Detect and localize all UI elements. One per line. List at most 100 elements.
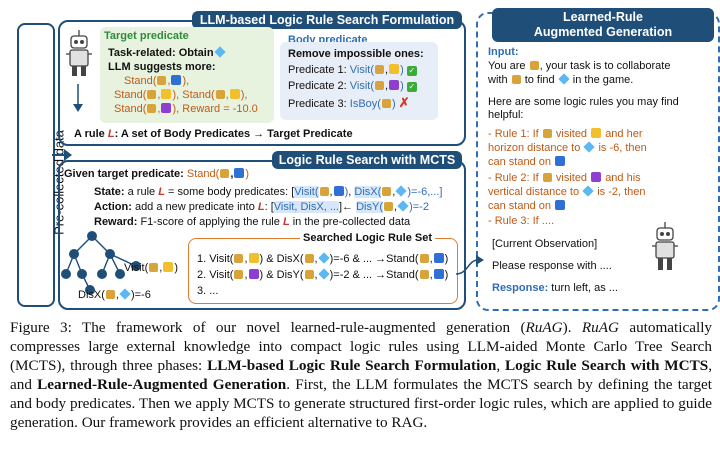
robot-icon [66,30,92,76]
down-arrow-icon [73,84,83,112]
predicate-3-line: Predicate 3: IsBoy() ✗ [288,95,410,110]
diamond-icon [317,252,330,264]
yellow-square-icon [229,89,240,99]
pre-collected-data-frame: Pre-collected data [17,23,67,307]
character-icon [384,202,393,211]
llm-suggests-line: LLM suggests more: [108,61,216,73]
mcts-tree-diagram [61,231,141,295]
robot-icon [652,222,678,270]
rule-set-item-2: 2. Visit(,) & DisY(,)=-2 & ... →Stand(,) [197,268,449,281]
rule-2-line-c: can stand on [488,200,566,213]
given-target-line: Given target predicate: Stand(,) [64,168,250,180]
diamond-icon [119,288,131,300]
yellow-square-icon [389,64,400,74]
remove-impossible-line: Remove impossible ones: [288,48,424,60]
character-icon [215,90,225,99]
yellow-square-icon [161,89,172,99]
character-icon [149,263,159,272]
diamond-icon [558,73,570,85]
character-icon [304,270,314,279]
character-icon [319,187,329,196]
rule-set-item-1: 1. Visit(,) & DisX(,)=-6 & ... →Stand(,) [197,252,449,265]
panel-mcts-search-title: Logic Rule Search with MCTS [272,151,462,169]
blue-square-icon [171,75,182,85]
stand-line-1: Stand(,), [124,75,190,87]
input-intro-line-1: You are , your task is to collaborate [488,60,671,72]
diamond-icon [583,141,596,153]
please-respond-line: Please response with .... [492,260,612,272]
reward-line: Reward: F1-score of applying the rule L … [94,216,411,228]
stand-line-2: Stand(,), Stand(,), [114,89,248,101]
blue-square-icon [234,168,245,178]
character-icon [511,75,521,84]
stand-line-3: Stand(,), Reward = -10.0 [114,103,258,115]
action-line: Action: add a new predicate into L: [Vis… [94,200,429,213]
rule-1-line-c: can stand on [488,156,566,169]
body-predicate-box: Remove impossible ones: Predicate 1: Vis… [280,42,438,120]
character-icon [157,76,167,85]
blue-square-icon [555,156,566,166]
searched-rule-set-title: Searched Logic Rule Set [300,232,435,244]
rule-2-line-b: vertical distance to is -2, then [488,185,646,198]
predicate-1-line: Predicate 1: Visit(,) ✓ [288,64,417,76]
searched-rule-set-box: 1. Visit(,) & DisX(,)=-6 & ... →Stand(,)… [188,238,458,304]
rule-3-line: - Rule 3: If .... [488,215,555,227]
diamond-icon [213,46,226,58]
logic-rules-intro: Here are some logic rules you may find h… [488,96,679,121]
character-icon [381,99,391,108]
checkmark-icon: ✓ [406,82,417,92]
blue-square-icon [433,269,444,279]
yellow-square-icon [591,128,602,138]
character-icon [419,254,429,263]
purple-square-icon [161,103,172,113]
diamond-icon [397,200,409,212]
yellow-square-icon [163,262,174,272]
input-label: Input: [488,46,519,58]
task-related-line: Task-related: Obtain [108,46,226,60]
character-icon [234,270,244,279]
character-icon [375,65,385,74]
predicate-2-line: Predicate 2: Visit(,) ✓ [288,80,417,92]
character-icon [529,61,539,70]
diamond-icon [317,268,330,280]
purple-square-icon [248,269,259,279]
character-icon [234,254,244,263]
blue-square-icon [433,253,444,263]
diamond-icon [395,185,407,197]
purple-square-icon [389,80,400,90]
character-icon [375,81,385,90]
rule-1-line-a: - Rule 1: If visited and her [488,128,643,140]
blue-square-icon [555,200,566,210]
rule-2-line-a: - Rule 2: If visited and his [488,172,641,184]
target-predicate-heading: Target predicate [104,30,189,42]
purple-square-icon [591,172,602,182]
rule-set-item-3: 3. ... [197,285,219,297]
character-icon [220,169,230,178]
character-icon [382,187,392,196]
diamond-icon [582,185,594,197]
panel-mcts-search [58,160,466,310]
state-line: State: a rule L = some body predicates: … [94,185,443,198]
character-icon [105,290,115,299]
character-icon [542,173,552,182]
character-icon [147,90,157,99]
character-icon [304,254,314,263]
current-observation-line: [Current Observation] [492,238,598,250]
input-intro-line-2: with to find in the game. [488,73,634,86]
tree-visit-node-label: Visit(,) [124,262,178,274]
blue-square-icon [333,186,344,196]
yellow-square-icon [248,253,259,263]
rule-1-line-b: horizon distance to is -6, then [488,141,647,154]
rule-definition-line: A rule L: A set of Body Predicates → Tar… [74,128,353,140]
arrow-icon [52,149,72,161]
figure-caption: Figure 3: The framework of our novel lea… [10,319,713,431]
tree-disx-node-label: DisX(,)=-6 [78,288,151,301]
character-icon [542,129,552,138]
arrow-icon [456,255,484,275]
cross-icon: ✗ [398,95,410,110]
target-predicate-box: Target predicate Task-related: Obtain LL… [100,27,274,123]
panel-llm-formulation-title: LLM-based Logic Rule Search Formulation [192,11,462,29]
character-icon [419,270,429,279]
character-icon [147,104,157,113]
